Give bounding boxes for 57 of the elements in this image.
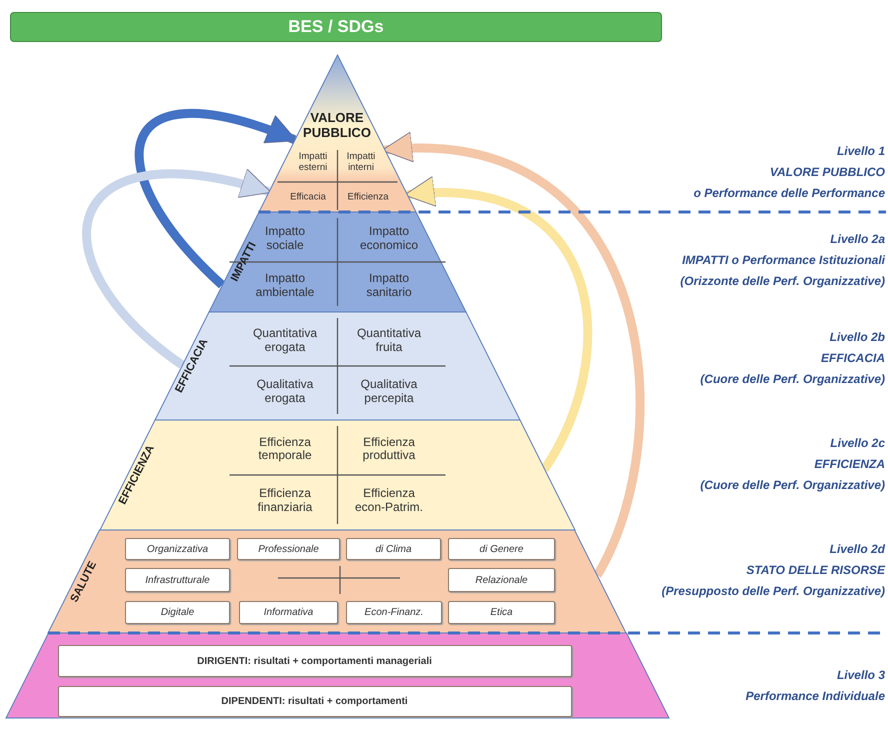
category-box: Etica <box>448 601 555 624</box>
cell-text: Efficienza temporale <box>258 436 312 464</box>
category-box: di Clima <box>346 538 441 560</box>
curved-arrow <box>382 134 644 578</box>
cell-text: Quantitativa fruita <box>356 327 422 355</box>
pyramid-band <box>100 420 574 530</box>
category-box: Organizzativa <box>125 538 230 560</box>
level-label: Livello 3 <box>836 668 885 682</box>
cell-text: Quantitativa erogata <box>252 327 318 355</box>
curved-arrow <box>82 170 272 368</box>
cell-text: Qualitativa erogata <box>256 378 314 406</box>
cell-text: Efficienza produttiva <box>362 436 416 464</box>
level-label: (Cuore delle Perf. Organizzative) <box>700 478 885 492</box>
pyramid-band <box>48 530 626 633</box>
cell-text: Efficienza <box>346 192 390 204</box>
cell-text: Qualitativa percepita <box>360 378 418 406</box>
cell-text: Efficienza finanziaria <box>258 488 312 516</box>
category-box: Professionale <box>237 538 340 560</box>
level-label: (Orizzonte delle Perf. Organizzative) <box>680 274 885 288</box>
cell-text: Impatti esterni <box>298 152 328 174</box>
level-label: EFFICACIA <box>821 351 885 365</box>
category-box: Relazionale <box>448 568 555 592</box>
category-box: Econ-Finanz. <box>346 601 442 624</box>
pyramid-apex <box>258 55 416 212</box>
cell-text: Efficacia <box>289 192 327 204</box>
category-box: Informativa <box>239 601 338 624</box>
pyramid-band <box>208 212 466 312</box>
level-label: IMPATTI o Performance Istituzionali <box>682 253 885 267</box>
cell-text: Impatto economico <box>360 225 418 253</box>
cell-text: Impatti interni <box>346 152 376 174</box>
cell-text: Impatto sociale <box>264 225 306 253</box>
pyramid-band <box>6 633 668 718</box>
curved-arrow <box>404 178 592 472</box>
level-label: EFFICIENZA <box>814 457 885 471</box>
level-label: o Performance delle Performance <box>694 186 885 200</box>
curved-arrow <box>134 109 298 288</box>
level-label: Livello 2b <box>830 330 885 344</box>
level-heading: VALORE PUBBLICO <box>302 111 372 141</box>
level-label: (Cuore delle Perf. Organizzative) <box>700 372 885 386</box>
title-banner: BES / SDGs <box>10 12 662 42</box>
pyramid-band <box>154 312 520 420</box>
cell-text: Impatto sanitario <box>366 272 412 300</box>
cell-text: Impatto ambientale <box>256 272 314 300</box>
level-label: STATO DELLE RISORSE <box>746 563 885 577</box>
level-label: VALORE PUBBLICO <box>770 165 885 179</box>
level-label: Livello 2a <box>830 232 885 246</box>
text-bar: DIPENDENTI: risultati + comportamenti <box>58 686 572 717</box>
level-label: Livello 2c <box>830 436 885 450</box>
text-bar: DIRIGENTI: risultati + comportamenti manageriali <box>58 645 572 677</box>
category-box: Digitale <box>125 601 230 624</box>
category-box: di Genere <box>448 538 555 560</box>
level-label: Livello 1 <box>836 144 885 158</box>
category-box: Infrastrutturale <box>125 568 230 592</box>
cell-text: Efficienza econ-Patrim. <box>354 488 424 516</box>
level-label: Performance Individuale <box>746 689 885 703</box>
level-label: Livello 2d <box>830 542 885 556</box>
level-label: (Presupposto delle Perf. Organizzative) <box>662 584 885 598</box>
